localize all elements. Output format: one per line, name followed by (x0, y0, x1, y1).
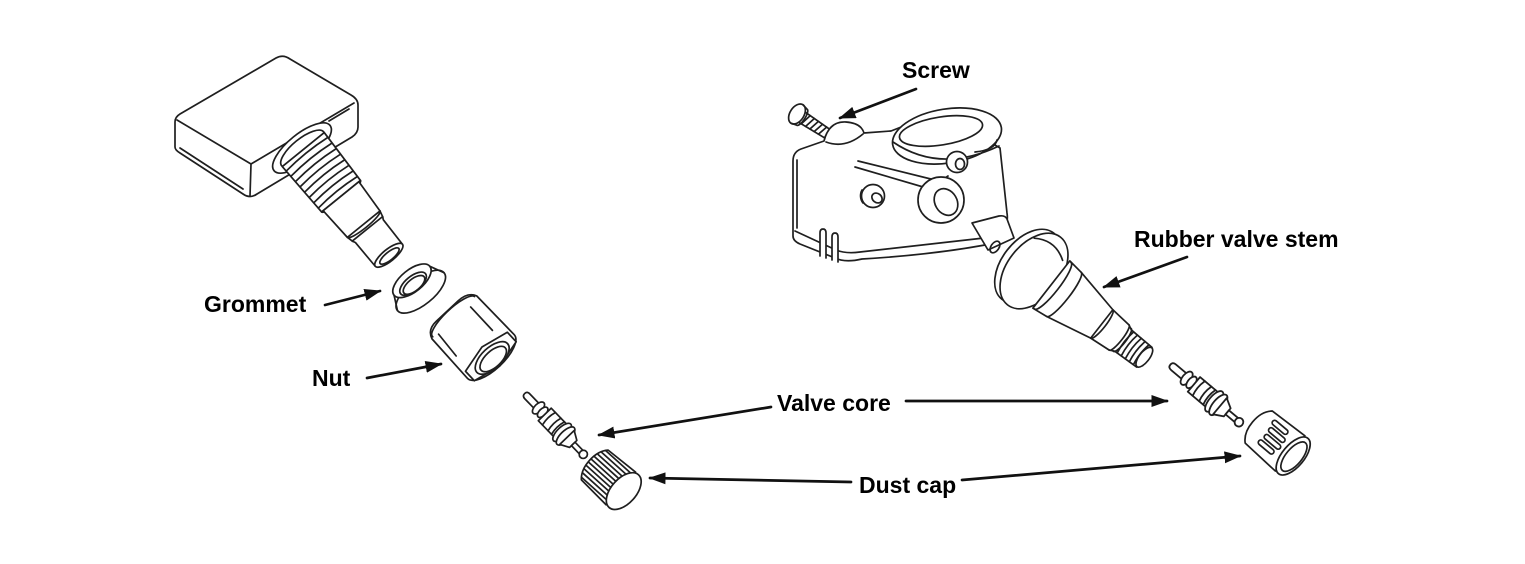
screw-label: Screw (902, 57, 970, 83)
grommet-arrow (323, 289, 382, 307)
nut-label: Nut (312, 365, 351, 391)
grommet-label: Grommet (204, 291, 307, 317)
left-valve-stem-drawing (271, 122, 404, 269)
rubber-valve-stem-drawing (971, 214, 1154, 368)
dust-cap-left-drawing (580, 449, 643, 511)
dust-cap-label: Dust cap (859, 472, 957, 498)
screw-arrow (838, 87, 918, 120)
rubber-valve-stem-arrow (1102, 255, 1189, 289)
valve-core-right-drawing (1161, 353, 1252, 436)
dust-cap-left-arrow (648, 472, 853, 485)
nut-part-drawing (429, 293, 518, 382)
grommet-part-drawing (391, 263, 447, 314)
valve-core-left-drawing (515, 384, 596, 467)
right-sensor-body-drawing (792, 107, 1009, 263)
dust-cap-right-arrow (960, 451, 1242, 482)
left-sensor-box-drawing (174, 55, 359, 198)
callout-arrows (323, 87, 1242, 485)
dust-cap-right-drawing (1244, 410, 1312, 476)
nut-arrow (365, 360, 443, 380)
rubber-valve-stem-label: Rubber valve stem (1134, 226, 1339, 252)
valve-core-label: Valve core (777, 390, 891, 416)
valve-core-left-arrow (597, 405, 773, 439)
